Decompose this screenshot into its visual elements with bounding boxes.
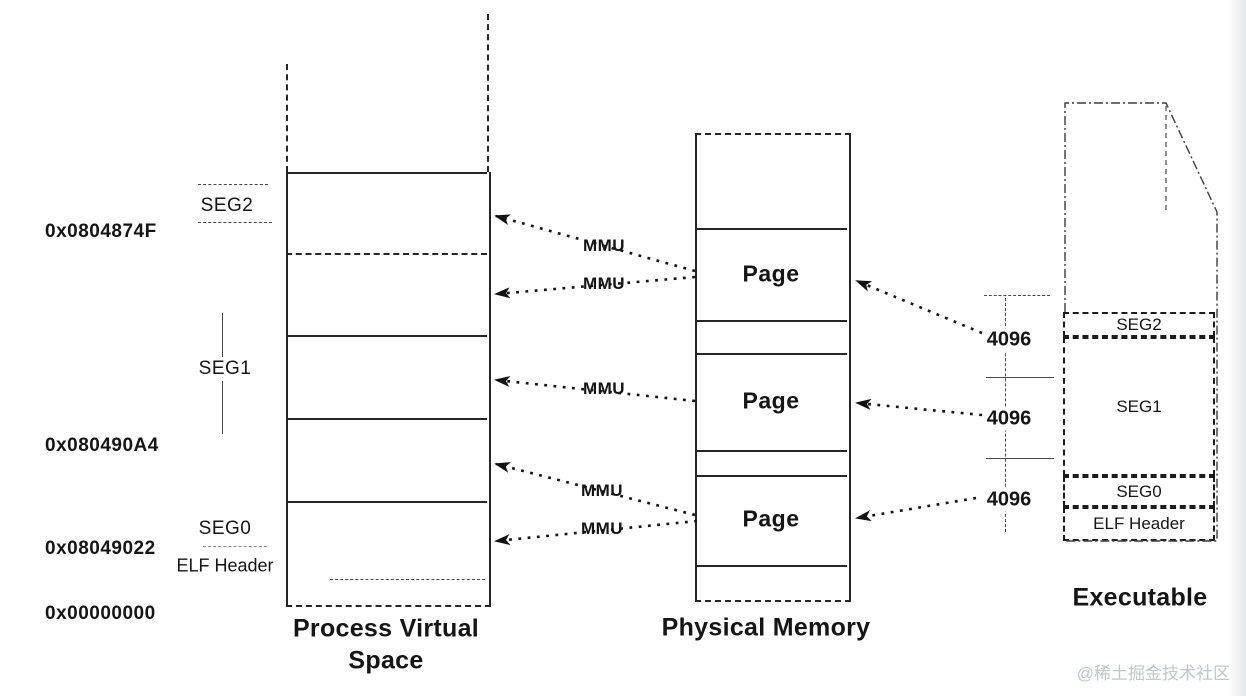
address-label-seg1-base: 0x080490A4 xyxy=(45,435,159,456)
executable-elf-header-label: ELF Header xyxy=(1093,514,1185,533)
page-edge-shade xyxy=(1228,0,1246,696)
executable-seg1-box: SEG1 xyxy=(1063,337,1215,476)
address-label-seg2-base: 0x0804874F xyxy=(45,221,157,242)
page-size-arrow-3 xyxy=(855,496,977,522)
physical-memory-title: Physical Memory xyxy=(661,613,871,642)
mmu-label-1: MMU xyxy=(582,236,626,255)
page-size-label-3: 4096 xyxy=(983,488,1035,512)
pvs-title-line1: Process Virtual xyxy=(292,614,480,643)
page-size-tick-3 xyxy=(986,458,1054,459)
pm-divider-line-6 xyxy=(695,565,847,567)
pvs-divider-line-6 xyxy=(330,579,485,580)
seg2-bracket-bottom-line xyxy=(198,222,272,223)
page-label-3: Page xyxy=(742,505,800,532)
physical-memory-box xyxy=(695,133,851,602)
pvs-title-line2: Space xyxy=(348,646,424,675)
pvs-divider-line-4 xyxy=(286,418,487,420)
seg1-bracket-top-line xyxy=(222,313,223,357)
seg2-label-left: SEG2 xyxy=(200,195,254,216)
pm-divider-line-2 xyxy=(695,320,847,322)
seg1-bracket-bottom-line xyxy=(222,381,223,434)
seg1-label-left: SEG1 xyxy=(198,358,252,379)
page-size-tick-1 xyxy=(984,295,1050,296)
pm-divider-line-4 xyxy=(695,450,847,452)
pvs-divider-line-1 xyxy=(286,172,487,174)
seg2-bracket-top-line xyxy=(198,184,268,185)
page-label-1: Page xyxy=(742,260,800,287)
elf-header-label-left: ELF Header xyxy=(176,555,274,576)
executable-seg0-box: SEG0 xyxy=(1063,476,1215,507)
seg0-underline xyxy=(203,546,267,547)
mmu-label-5: MMU xyxy=(580,519,624,538)
address-label-zero: 0x00000000 xyxy=(45,603,156,624)
pm-divider-line-3 xyxy=(695,353,847,355)
address-label-seg0-base: 0x08049022 xyxy=(45,538,156,559)
executable-seg2-label: SEG2 xyxy=(1116,314,1162,334)
page-label-2: Page xyxy=(742,387,800,414)
page-size-tick-2 xyxy=(986,377,1054,378)
executable-title: Executable xyxy=(1072,583,1208,612)
page-size-arrow-2 xyxy=(855,398,983,417)
executable-seg0-label: SEG0 xyxy=(1116,481,1162,501)
pvs-divider-line-2 xyxy=(286,253,487,255)
seg0-label-left: SEG0 xyxy=(198,518,252,539)
page-size-label-1: 4096 xyxy=(983,328,1035,352)
pvs-right-edge-stub xyxy=(487,14,489,172)
pvs-divider-line-5 xyxy=(286,501,487,503)
process-virtual-space-box xyxy=(286,172,491,607)
executable-seg1-label: SEG1 xyxy=(1116,396,1162,416)
watermark: @稀土掘金技术社区 xyxy=(1076,664,1230,683)
executable-seg2-box: SEG2 xyxy=(1063,312,1215,337)
executable-elf-header-box: ELF Header xyxy=(1063,507,1215,541)
pm-divider-line-1 xyxy=(695,228,847,230)
pm-divider-line-5 xyxy=(695,475,847,477)
pvs-left-edge-stub xyxy=(286,64,288,172)
mmu-label-3: MMU xyxy=(582,379,626,398)
mmu-label-2: MMU xyxy=(582,274,626,293)
page-size-arrow-1 xyxy=(855,279,983,335)
pvs-divider-line-3 xyxy=(286,335,487,337)
mmu-label-4: MMU xyxy=(580,481,624,500)
page-size-label-2: 4096 xyxy=(983,407,1035,431)
